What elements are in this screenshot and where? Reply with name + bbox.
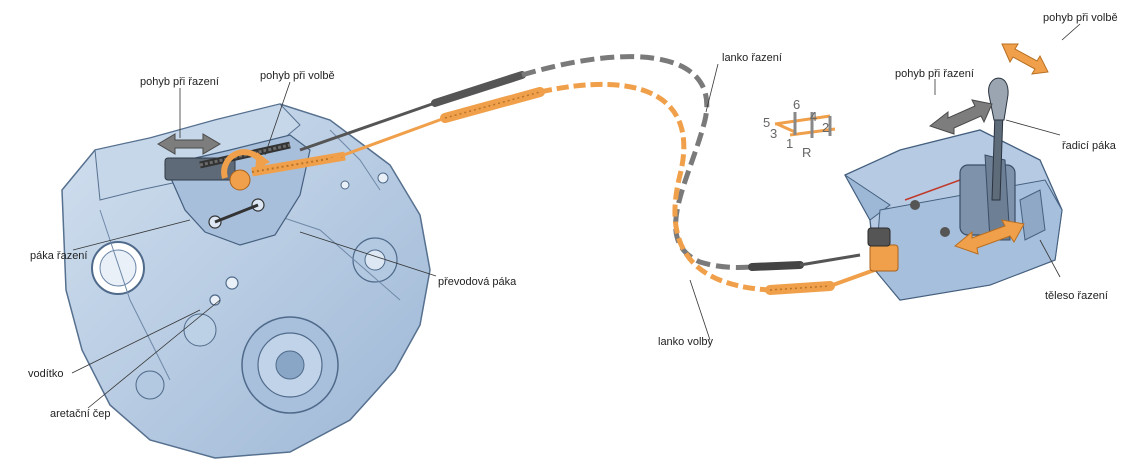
label-shifter-body: těleso řazení — [1045, 290, 1108, 303]
label-transfer-lever: převodová páka — [438, 276, 516, 289]
label-select-cable: lanko volby — [658, 336, 713, 349]
shift-motion-arrow-right — [930, 100, 992, 134]
gear-3: 3 — [770, 127, 777, 141]
label-shift-arm: páka řazení — [30, 250, 87, 263]
select-motion-arrow-right — [1002, 44, 1048, 74]
label-shift-lever: řadicí páka — [1062, 140, 1116, 153]
label-detent-pin: aretační čep — [50, 408, 111, 421]
label-shift-cable: lanko řazení — [722, 52, 782, 65]
label-select-motion-right: pohyb při volbě — [1043, 12, 1118, 25]
label-guide: vodítko — [28, 368, 63, 381]
gear-R: R — [802, 146, 811, 160]
gear-6: 6 — [793, 98, 800, 112]
label-shift-motion-right: pohyb při řazení — [895, 68, 974, 81]
label-shift-motion-left: pohyb při řazení — [140, 76, 219, 89]
gear-2: 2 — [822, 121, 829, 135]
shifter-housing — [845, 130, 1062, 300]
label-select-motion-left: pohyb při volbě — [260, 70, 335, 83]
gear-4: 4 — [810, 110, 817, 124]
gear-1: 1 — [786, 137, 793, 151]
